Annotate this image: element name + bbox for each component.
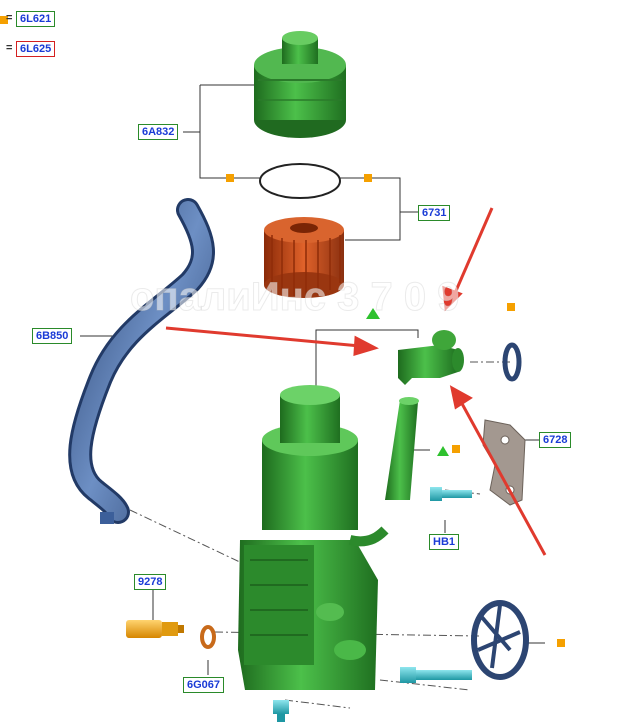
callout-6731[interactable]: 6731	[418, 205, 451, 221]
callout-6b850[interactable]: 6B850	[32, 328, 73, 344]
legend-code-6l621[interactable]: 6L621	[16, 11, 56, 27]
callout-6g067[interactable]: 6G067	[183, 677, 225, 693]
red-arrows	[165, 207, 547, 556]
sensor-part	[126, 620, 184, 638]
callout-9278[interactable]: 9278	[134, 574, 167, 590]
legend-equals-1: =	[6, 12, 13, 24]
bracket-part	[482, 419, 526, 506]
washer-part	[200, 625, 216, 649]
long-bolt-part	[400, 667, 472, 683]
marker-square	[507, 303, 515, 311]
marker-square	[557, 639, 565, 647]
callout-hb1[interactable]: HB1	[429, 534, 460, 550]
marker-square	[226, 174, 234, 182]
bolt-hb1-part	[430, 487, 472, 501]
filter-cap-part	[254, 31, 346, 138]
connector-tube-part	[385, 397, 419, 500]
marker-square	[0, 16, 8, 24]
legend-code-6l625[interactable]: 6L625	[16, 41, 56, 57]
pulley-part	[471, 600, 529, 680]
oil-filter-housing-part	[238, 385, 389, 690]
marker-square	[364, 174, 372, 182]
small-bolt-part	[273, 700, 289, 722]
legend-equals-2: =	[6, 42, 13, 54]
callout-6a832[interactable]: 6A832	[138, 124, 179, 140]
filter-element-part	[264, 217, 344, 298]
breather-hose-part	[68, 198, 215, 524]
callout-6728[interactable]: 6728	[539, 432, 572, 448]
green-triangle-markers	[366, 308, 449, 456]
watermark-text: опалиИнс 3 7 0 9	[130, 275, 459, 319]
elbow-seal-ring	[502, 342, 522, 382]
elbow-fitting-part	[398, 330, 464, 385]
marker-square	[452, 445, 460, 453]
o-ring-seal	[259, 163, 341, 199]
